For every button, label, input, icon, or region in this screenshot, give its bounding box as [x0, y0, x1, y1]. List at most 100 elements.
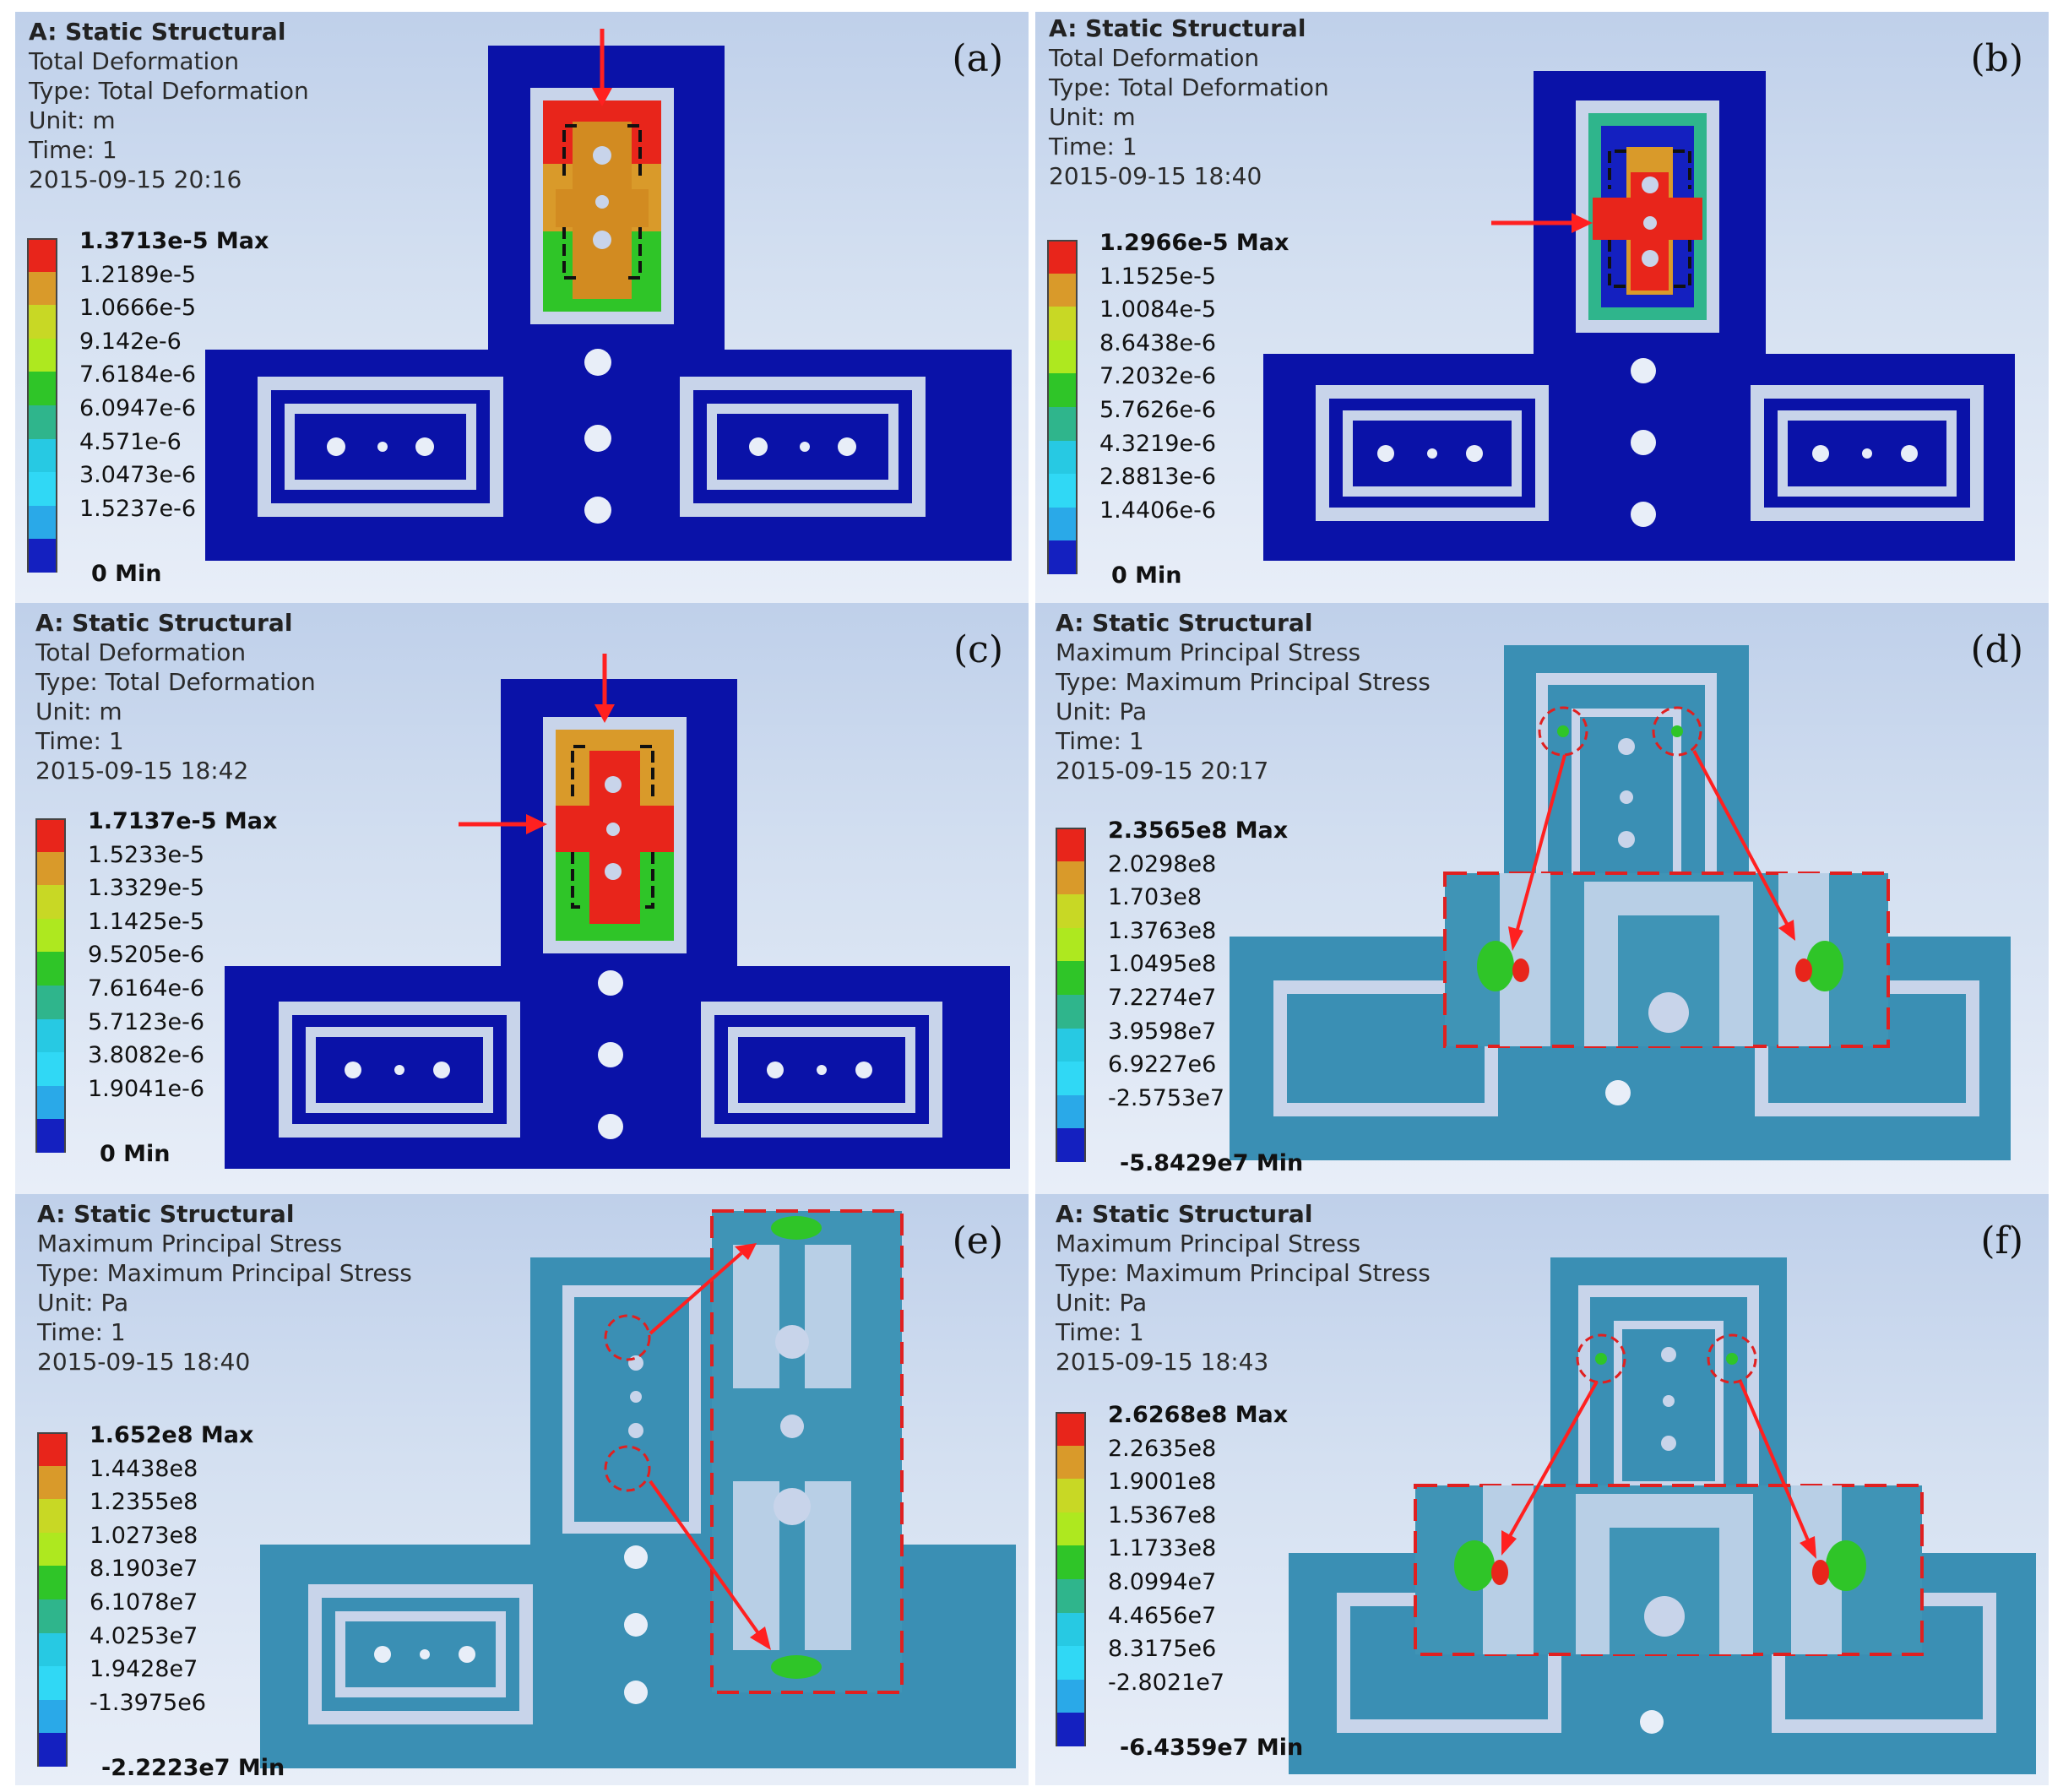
panel-f: A: Static Structural Maximum Principal S… [1035, 1194, 2049, 1785]
legend-color-swatch [1056, 1128, 1086, 1162]
analysis-title: A: Static Structural [1049, 14, 1306, 42]
legend-color-swatch [35, 851, 66, 886]
legend-value-label: 3.0473e-6 [79, 462, 197, 489]
analysis-title: A: Static Structural [29, 18, 286, 46]
legend-color-swatch [1056, 1479, 1086, 1512]
panel-e: A: Static Structural Maximum Principal S… [15, 1194, 1029, 1785]
result-time: Time: 1 [29, 136, 117, 164]
legend-color-swatch [1056, 1094, 1086, 1129]
panel-label: (a) [952, 37, 1003, 80]
legend-color-swatch [1047, 474, 1078, 508]
result-name: Total Deformation [29, 47, 240, 75]
legend-color-swatch [35, 918, 66, 953]
legend-value-label: 1.1425e-5 [88, 908, 205, 935]
legend-color-swatch [1056, 861, 1086, 895]
result-time: Time: 1 [1049, 133, 1137, 160]
result-date: 2015-09-15 18:40 [1049, 162, 1262, 190]
legend-value-label: 4.4656e7 [1108, 1602, 1217, 1629]
legend-color-swatch [1047, 540, 1078, 574]
result-type: Type: Total Deformation [29, 77, 309, 105]
legend-value-label: 7.6164e-6 [88, 975, 205, 1002]
legend-value-label: 1.9001e8 [1108, 1469, 1217, 1496]
result-unit: Unit: m [35, 698, 122, 725]
legend-color-swatch [1056, 1545, 1086, 1579]
legend-color-swatch [1056, 1062, 1086, 1095]
legend-max-label: 1.7137e-5 Max [88, 808, 278, 834]
result-type: Type: Maximum Principal Stress [1056, 668, 1431, 696]
legend-value-label: 1.1733e8 [1108, 1535, 1217, 1562]
legend-color-swatch [1047, 507, 1078, 541]
legend-color-swatch [37, 1566, 68, 1599]
analysis-title: A: Static Structural [37, 1200, 295, 1228]
legend-value-label: 8.3175e6 [1108, 1636, 1217, 1663]
legend-color-swatch [37, 1499, 68, 1533]
legend-color-swatch [37, 1465, 68, 1500]
result-date: 2015-09-15 18:43 [1056, 1348, 1269, 1376]
legend-color-swatch [35, 1018, 66, 1053]
panel-label: (e) [952, 1219, 1003, 1263]
legend-color-swatch [35, 818, 66, 852]
legend-value-label: -1.3975e6 [90, 1689, 207, 1716]
legend-color-swatch [27, 472, 57, 506]
legend-value-label: 7.6184e-6 [79, 361, 197, 388]
result-time: Time: 1 [1056, 727, 1144, 755]
legend-value-label: -2.5753e7 [1108, 1084, 1225, 1111]
legend-color-swatch [37, 1599, 68, 1633]
legend-value-label: 1.0666e-5 [79, 295, 197, 322]
analysis-title: A: Static Structural [1056, 1200, 1313, 1228]
legend-color-swatch [1047, 406, 1078, 441]
legend-color-swatch [1047, 273, 1078, 307]
result-time: Time: 1 [37, 1318, 126, 1346]
legend-value-label: 7.2274e7 [1108, 984, 1217, 1011]
legend-value-label: 5.7123e-6 [88, 1008, 205, 1035]
result-type: Type: Total Deformation [1049, 73, 1329, 101]
legend-color-swatch [35, 1119, 66, 1153]
legend-color-swatch [37, 1733, 68, 1767]
legend-value-label: 5.7626e-6 [1099, 396, 1217, 423]
panel-label: (f) [1980, 1219, 2023, 1263]
panel-a: A: Static Structural Total Deformation T… [15, 12, 1029, 603]
legend-color-swatch [1056, 1412, 1086, 1446]
result-header: A: Static Structural Total Deformation T… [29, 17, 309, 194]
legend-max-label: 2.6268e8 Max [1108, 1402, 1289, 1428]
legend-color-swatch [27, 238, 57, 272]
legend-color-swatch [1056, 1646, 1086, 1680]
legend-value-label: 1.3329e-5 [88, 875, 205, 902]
result-unit: Unit: Pa [1056, 1289, 1148, 1317]
model-stress-e [260, 1209, 1016, 1768]
legend-color-swatch [27, 505, 57, 540]
result-header: A: Static Structural Total Deformation T… [35, 608, 316, 785]
legend-max-label: 1.2966e-5 Max [1099, 230, 1289, 256]
legend-color-swatch [1056, 1445, 1086, 1480]
legend-color-swatch [1047, 240, 1078, 274]
legend-min-label: -5.8429e7 Min [1120, 1150, 1304, 1176]
legend-value-label: 8.6438e-6 [1099, 329, 1217, 356]
legend-color-swatch [1047, 440, 1078, 475]
result-type: Type: Maximum Principal Stress [37, 1259, 412, 1287]
result-name: Maximum Principal Stress [37, 1230, 343, 1257]
legend-color-swatch [1056, 1512, 1086, 1546]
legend-color-swatch [1056, 1578, 1086, 1613]
legend-value-label: 8.0994e7 [1108, 1568, 1217, 1595]
legend-value-label: 7.2032e-6 [1099, 363, 1217, 390]
legend-value-label: 1.703e8 [1108, 884, 1203, 911]
legend-value-label: -2.8021e7 [1108, 1669, 1225, 1696]
legend-color-swatch [37, 1666, 68, 1700]
legend-value-label: 1.5233e-5 [88, 841, 205, 868]
result-date: 2015-09-15 20:17 [1056, 757, 1269, 785]
legend-color-swatch [27, 539, 57, 573]
legend-color-swatch [27, 305, 57, 339]
legend-value-label: 1.0273e8 [90, 1522, 198, 1549]
legend-max-label: 1.3713e-5 Max [79, 228, 269, 254]
result-unit: Unit: m [29, 106, 116, 134]
legend-value-label: 1.2189e-5 [79, 261, 197, 288]
legend-max-label: 1.652e8 Max [90, 1422, 254, 1448]
legend-color-swatch [35, 1052, 66, 1086]
result-header: A: Static Structural Maximum Principal S… [37, 1199, 412, 1377]
legend-color-swatch [35, 985, 66, 1019]
legend-value-label: 2.0298e8 [1108, 850, 1217, 877]
legend-color-swatch [35, 885, 66, 919]
legend-color-swatch [1056, 961, 1086, 995]
result-unit: Unit: m [1049, 103, 1136, 131]
result-time: Time: 1 [35, 727, 124, 755]
